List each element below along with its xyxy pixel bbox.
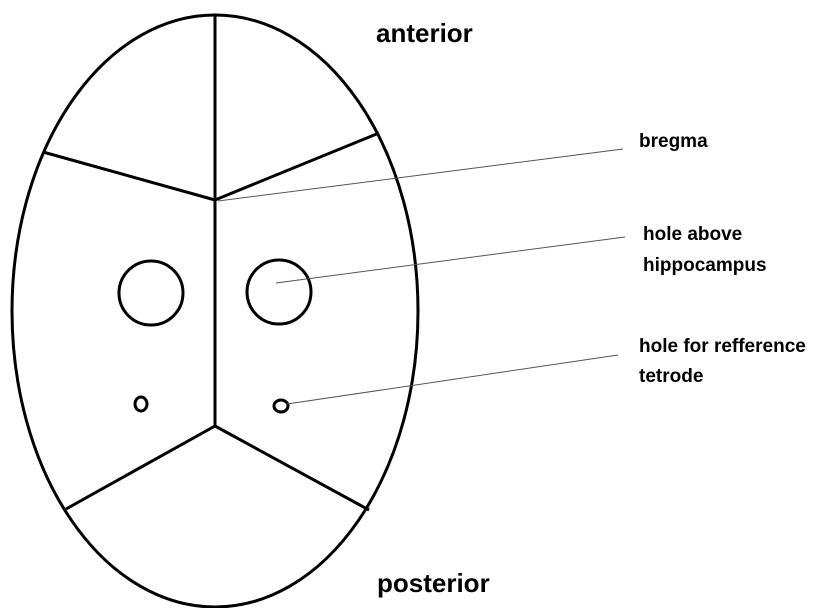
hippocampus-hole-left (119, 261, 183, 325)
reference-hole-left (135, 397, 147, 411)
hippocampus-hole-label-line2: hippocampus (643, 255, 767, 276)
lambdoid-suture-left (66, 426, 215, 509)
reference-leader-line (287, 355, 618, 404)
hippocampus-hole-right (247, 260, 311, 324)
reference-hole-right (274, 400, 288, 412)
coronal-suture-right (215, 133, 379, 200)
posterior-label: posterior (377, 568, 490, 598)
hippocampus-hole-label-line1: hole above (643, 224, 742, 245)
anterior-label: anterior (376, 18, 473, 48)
bregma-label: bregma (639, 131, 708, 152)
reference-hole-label-line2: tetrode (639, 366, 703, 387)
coronal-suture-left (43, 152, 215, 200)
hippocampus-leader-line (276, 237, 625, 283)
reference-hole-label-line1: hole for refference (639, 336, 806, 357)
lambdoid-suture-right (215, 426, 369, 510)
